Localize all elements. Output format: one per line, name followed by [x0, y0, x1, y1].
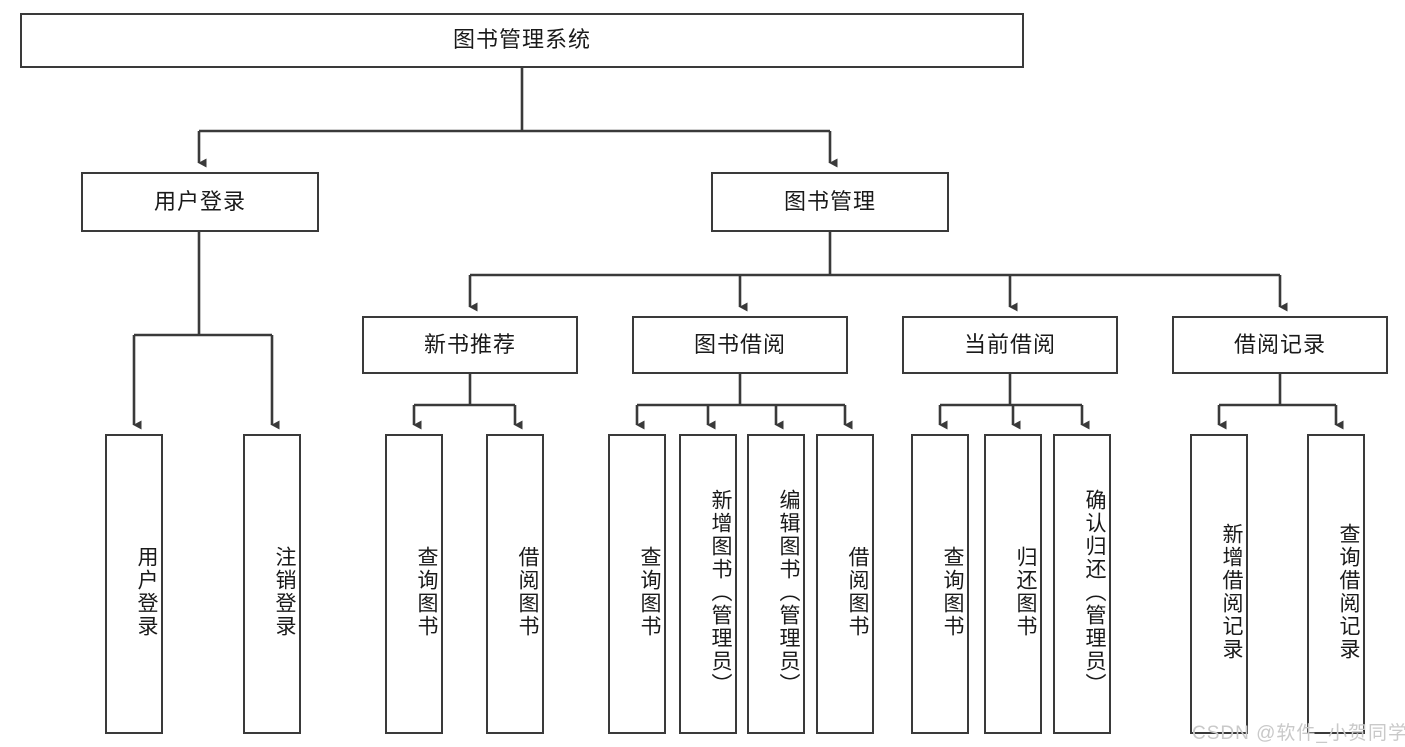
- node-label: 查询图书: [941, 546, 964, 638]
- node-label: 图书管理系统: [452, 27, 591, 53]
- node-label: 归还图书: [1014, 546, 1037, 638]
- node-leaf-2[interactable]: 注销登录: [243, 434, 301, 734]
- watermark: CSDN @软件_小贺同学: [1192, 723, 1405, 744]
- node-level3-2[interactable]: 图书借阅: [632, 316, 848, 374]
- node-leaf-1[interactable]: 用户登录: [105, 434, 163, 734]
- node-level3-3[interactable]: 当前借阅: [902, 316, 1118, 374]
- node-label: 注销登录: [273, 546, 296, 638]
- node-label: 新增图书（管理员）: [709, 488, 732, 696]
- node-leaf-7[interactable]: 编辑图书（管理员）: [747, 434, 805, 734]
- node-level2-1[interactable]: 用户登录: [81, 172, 319, 232]
- node-level3-4[interactable]: 借阅记录: [1172, 316, 1388, 374]
- node-label: 借阅图书: [516, 546, 539, 638]
- node-label: 查询借阅记录: [1337, 523, 1360, 661]
- node-leaf-12[interactable]: 新增借阅记录: [1190, 434, 1248, 734]
- node-leaf-3[interactable]: 查询图书: [385, 434, 443, 734]
- node-label: 图书借阅: [693, 331, 786, 357]
- node-root-system[interactable]: 图书管理系统: [20, 13, 1024, 68]
- node-label: 新书推荐: [423, 331, 516, 357]
- node-level2-2[interactable]: 图书管理: [711, 172, 949, 232]
- node-label: 图书管理: [783, 188, 876, 214]
- node-leaf-5[interactable]: 查询图书: [608, 434, 666, 734]
- node-label: 用户登录: [135, 546, 158, 638]
- node-leaf-10[interactable]: 归还图书: [984, 434, 1042, 734]
- node-leaf-13[interactable]: 查询借阅记录: [1307, 434, 1365, 734]
- node-label: 新增借阅记录: [1220, 523, 1243, 661]
- node-label: 查询图书: [415, 546, 438, 638]
- node-level3-1[interactable]: 新书推荐: [362, 316, 578, 374]
- node-label: 查询图书: [638, 546, 661, 638]
- node-label: 编辑图书（管理员）: [777, 488, 800, 696]
- node-leaf-4[interactable]: 借阅图书: [486, 434, 544, 734]
- node-label: 当前借阅: [963, 331, 1056, 357]
- node-leaf-11[interactable]: 确认归还（管理员）: [1053, 434, 1111, 734]
- node-leaf-9[interactable]: 查询图书: [911, 434, 969, 734]
- node-leaf-6[interactable]: 新增图书（管理员）: [679, 434, 737, 734]
- node-label: 确认归还（管理员）: [1083, 488, 1106, 696]
- node-label: 借阅记录: [1233, 331, 1326, 357]
- node-label: 借阅图书: [846, 546, 869, 638]
- node-label: 用户登录: [153, 188, 246, 214]
- node-leaf-8[interactable]: 借阅图书: [816, 434, 874, 734]
